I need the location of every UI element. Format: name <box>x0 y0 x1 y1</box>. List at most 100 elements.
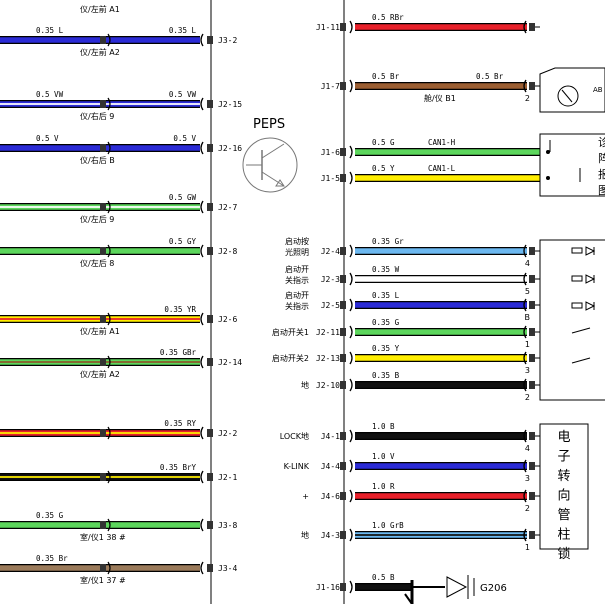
right-pin-label: J2-5 <box>321 301 340 310</box>
right-pin-label: J2-11 <box>316 328 340 337</box>
end-pin-number: 4 <box>525 259 530 268</box>
right-terminal <box>340 79 353 93</box>
right-wire-spec: 0.35 Y <box>372 344 400 353</box>
steering-lock-char: 子 <box>557 450 570 465</box>
right-wire-row: J1-11 0.5 RBr <box>316 13 540 34</box>
inline-connector-arc <box>107 141 111 155</box>
end-terminal <box>523 528 540 542</box>
right-pin-label: J2-4 <box>321 247 340 256</box>
end-pin-number: B <box>525 313 531 322</box>
right-wire-spec: 0.35 L <box>169 26 197 35</box>
left-wire-spec: 0.5 V <box>36 134 59 143</box>
inline-connector <box>100 36 106 44</box>
left-terminal <box>200 561 213 575</box>
clipped-char-0: 诊 <box>598 135 605 149</box>
left-terminal <box>200 312 213 326</box>
right-wire-spec: 0.5 GW <box>169 193 197 202</box>
right-wire-spec: 0.5 Br <box>372 72 400 81</box>
right-wire-row: J2-100.35 B2地 <box>301 371 540 402</box>
signal-name-label: 关指示 <box>285 275 309 285</box>
signal-name-label: + <box>302 492 309 501</box>
left-pin-label: J2-8 <box>218 247 237 256</box>
inline-connector-arc <box>107 97 111 111</box>
right-pin-label: J1-6 <box>321 148 340 157</box>
right-wire-spec: 0.5 RBr <box>372 13 404 22</box>
right-wire-spec-2: CAN1-L <box>428 164 456 173</box>
right-pin-label: J2-13 <box>316 354 340 363</box>
clipped-char-2: 报 <box>598 167 605 181</box>
right-wire-spec: 0.35 B <box>372 371 400 380</box>
left-terminal <box>200 426 213 440</box>
left-wire-row: J2-10.35 BrY <box>0 463 237 484</box>
left-pin-label: J3-2 <box>218 36 237 45</box>
right-wire-row: J1-5 0.5 Y CAN1-L <box>321 164 550 185</box>
right-terminal <box>340 272 353 286</box>
steering-lock-char: 转 <box>557 469 570 484</box>
signal-name-label: 光照明 <box>285 247 309 257</box>
end-pin-number: 3 <box>525 366 530 375</box>
left-wire-spec: 0.35 G <box>36 511 64 520</box>
left-connector-label: 仪/右后 9 <box>80 111 114 121</box>
clipped-char-1: 阵 <box>598 151 605 165</box>
left-connector-label: 仪/左后 9 <box>80 214 114 224</box>
end-terminal <box>523 325 540 339</box>
inline-connector-arc <box>107 33 111 47</box>
left-terminal <box>200 518 213 532</box>
left-terminal <box>200 97 213 111</box>
left-wire-spec: 0.5 VW <box>36 90 64 99</box>
left-terminal <box>200 141 213 155</box>
steering-lock-char: 锁 <box>557 546 570 562</box>
right-wire-spec: 1.0 V <box>372 452 395 461</box>
inline-connector-arc <box>107 470 111 484</box>
end-pin-number: 5 <box>525 287 530 296</box>
right-pin-label: J1-5 <box>321 174 340 183</box>
inline-connector-arc <box>107 355 111 369</box>
signal-name-label: 地 <box>301 530 309 540</box>
left-pin-label: J2-14 <box>218 358 242 367</box>
end-terminal <box>523 351 540 365</box>
right-terminal <box>340 298 353 312</box>
right-terminal <box>340 171 353 185</box>
left-wire-row: J3-40.35 Br室/仪1 37 # <box>0 554 237 585</box>
right-wire-spec: 0.35 G <box>372 318 400 327</box>
right-wire-spec: 0.5 Y <box>372 164 395 173</box>
signal-name-label: 启动开 <box>285 264 309 274</box>
left-wire-row: J3-8 0.35 G 室/仪1 38 # <box>0 511 237 542</box>
left-pin-label: J2-15 <box>218 100 242 109</box>
diagnostic-box: 诊 阵 报 图 <box>539 133 605 197</box>
right-terminal <box>340 244 353 258</box>
end-pin-number: 2 <box>525 504 530 513</box>
left-connector-label: 室/仪1 37 # <box>80 575 126 585</box>
right-wire-spec: 0.5 GY <box>169 237 197 246</box>
end-terminal <box>523 79 540 93</box>
ab-label: AB <box>593 86 603 94</box>
right-terminal <box>340 528 353 542</box>
right-pin-label: J1-11 <box>316 23 340 32</box>
right-terminal <box>340 20 353 34</box>
signal-name-label: 关指示 <box>285 301 309 311</box>
right-terminal <box>340 325 353 339</box>
left-connector-label: 室/仪1 38 # <box>80 532 126 542</box>
end-terminal <box>523 429 540 443</box>
end-terminal <box>523 272 540 286</box>
inline-connector <box>100 429 106 437</box>
inline-connector <box>100 247 106 255</box>
ground-label: G206 <box>480 583 507 594</box>
end-terminal <box>523 459 540 473</box>
end-terminal <box>523 489 540 503</box>
left-pin-label: J3-8 <box>218 521 237 530</box>
right-pin-label: J1-16 <box>316 583 340 592</box>
right-terminal <box>340 378 353 392</box>
end-terminal <box>523 244 540 258</box>
signal-name-label: K-LINK <box>284 462 310 471</box>
right-wire-row: J4-61.0 R2+ <box>302 482 540 513</box>
ab-component-box: AB <box>539 67 605 113</box>
right-wire-spec: 0.35 W <box>372 265 400 274</box>
left-pin-label: J2-7 <box>218 203 237 212</box>
left-pin-label: J2-1 <box>218 473 237 482</box>
